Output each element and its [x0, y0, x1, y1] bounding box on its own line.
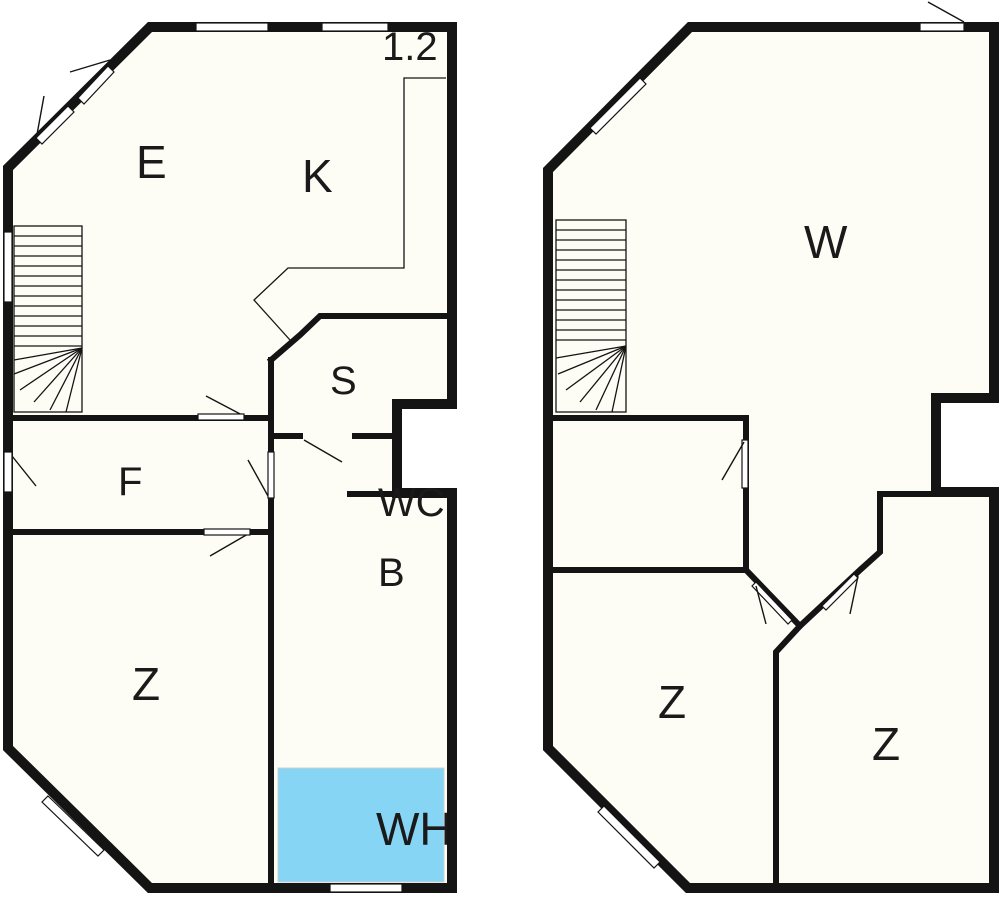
door-frame — [203, 528, 251, 536]
staircase — [13, 225, 83, 413]
door-swing — [303, 439, 343, 463]
room-label-bedroom-right: Z — [872, 718, 900, 770]
door-frame — [267, 451, 275, 499]
upper-floor-plan: W Z Z — [543, 1, 999, 893]
bathtub — [277, 767, 445, 883]
wall — [741, 565, 805, 889]
clip-mask — [457, 20, 537, 895]
window — [919, 22, 965, 32]
ground-floor-area — [8, 27, 452, 888]
door-swing — [721, 441, 745, 481]
door-frame — [751, 581, 793, 625]
room-label-hallway: F — [118, 460, 142, 504]
window — [3, 451, 13, 493]
staircase — [555, 219, 627, 413]
room-label-entrance: E — [136, 136, 167, 188]
outer-wall — [543, 22, 999, 893]
window — [77, 65, 115, 105]
door-swing — [927, 1, 965, 23]
window — [589, 77, 647, 135]
room-label-bathroom: B — [378, 551, 405, 595]
room-label-kitchen: K — [302, 150, 333, 202]
door-swing — [247, 459, 269, 497]
upper-floor-area — [548, 27, 994, 888]
window — [329, 883, 403, 893]
door-swing — [755, 585, 767, 625]
window — [3, 231, 13, 303]
room-label-bedroom-left: Z — [658, 676, 686, 728]
window — [597, 805, 661, 869]
door-swing — [11, 455, 37, 487]
kitchen-counter — [253, 77, 446, 341]
door-swing — [69, 59, 111, 73]
ground-floor-plan: E K S F WC B Z WH 1.2 — [3, 20, 537, 895]
window — [41, 795, 105, 857]
window — [35, 105, 75, 145]
room-label-washroom: WH — [376, 803, 453, 855]
dimension-label: 1.2 — [382, 25, 438, 69]
room-label-bedroom: Z — [132, 658, 160, 710]
window — [321, 22, 389, 32]
room-label-toilet: WC — [378, 481, 445, 525]
door-swing — [849, 575, 859, 615]
window — [195, 22, 269, 32]
room-label-living: W — [804, 216, 848, 268]
door-swing — [35, 95, 45, 141]
wall-storage — [266, 313, 451, 365]
door-frame — [197, 413, 245, 421]
door-frame — [741, 439, 749, 489]
room-label-storage: S — [330, 359, 357, 403]
